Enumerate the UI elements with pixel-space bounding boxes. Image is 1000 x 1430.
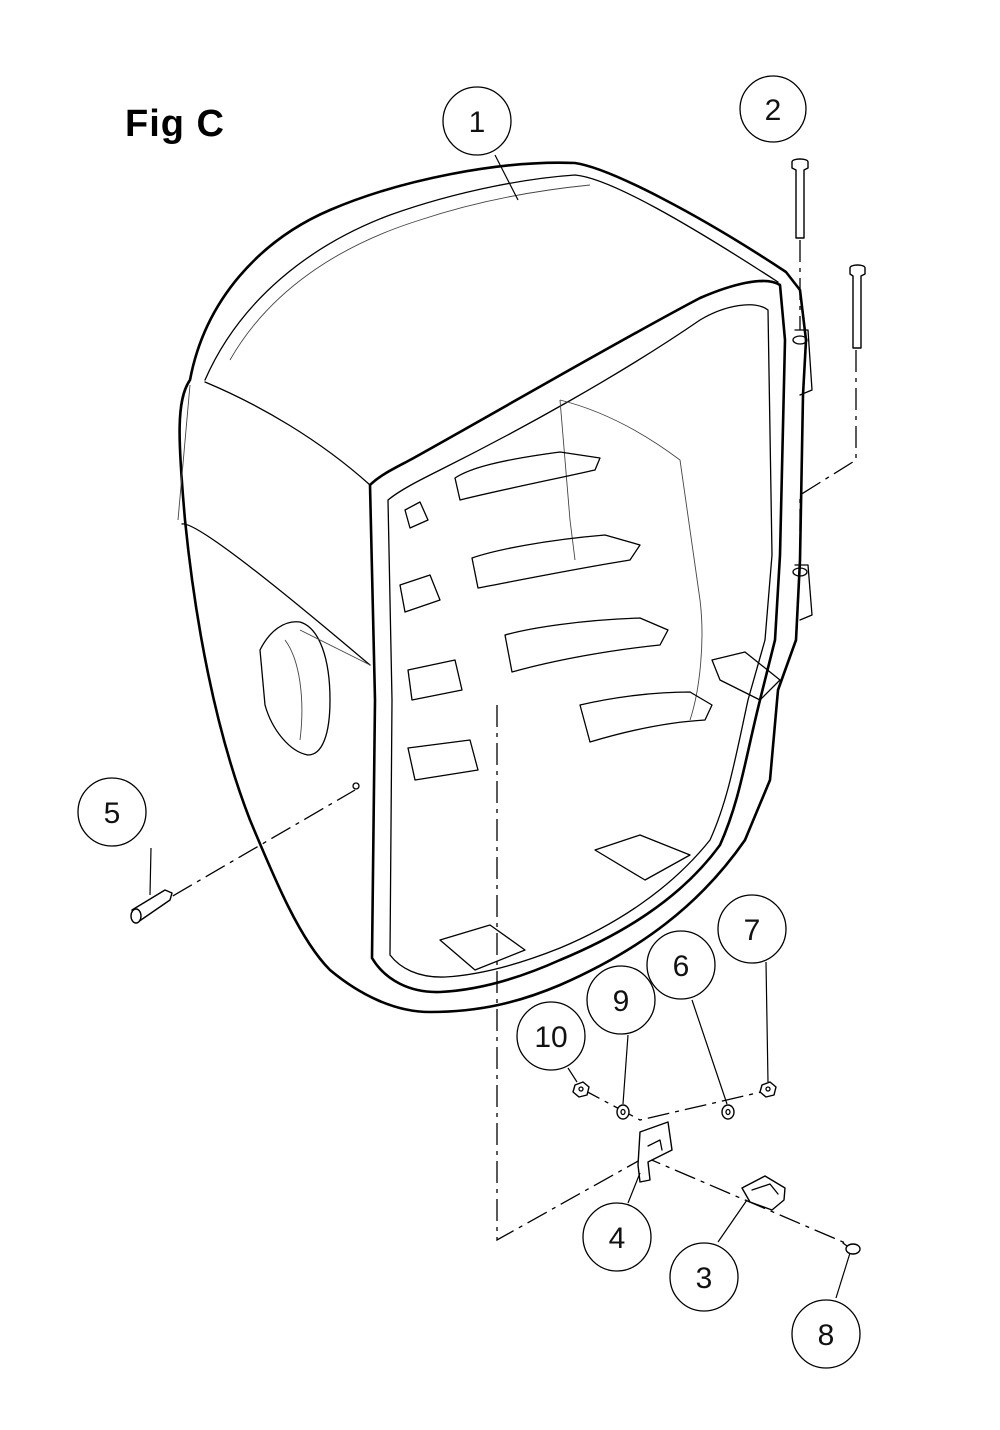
callout-4: 4 (582, 1202, 652, 1272)
leader-8 (835, 1252, 851, 1299)
callout-6: 6 (646, 930, 716, 1000)
housing-part (177, 161, 813, 1014)
pin-part-2 (791, 158, 866, 349)
callout-3-label: 3 (696, 1262, 713, 1295)
clip-part-3 (741, 1175, 786, 1211)
leader-9 (622, 1034, 629, 1105)
leader-3 (717, 1199, 748, 1243)
callout-5: 5 (77, 777, 147, 847)
callout-leaders (149, 154, 851, 1299)
nut-part-10 (572, 1081, 590, 1098)
callout-9-label: 9 (613, 985, 630, 1018)
callout-3: 3 (669, 1242, 739, 1312)
callout-8-label: 8 (818, 1319, 835, 1352)
callout-10-label: 10 (534, 1021, 567, 1054)
assembly-centerlines (139, 240, 857, 1246)
leader-1 (494, 154, 519, 201)
callout-2-label: 2 (765, 94, 782, 127)
leader-4 (627, 1172, 641, 1204)
figure-title: Fig C (125, 103, 225, 145)
screw-part-5 (130, 889, 173, 924)
callout-7-label: 7 (744, 914, 761, 947)
leader-7 (765, 961, 769, 1083)
callout-7: 7 (717, 894, 787, 964)
leader-6 (691, 999, 728, 1105)
callout-8: 8 (791, 1299, 861, 1369)
leader-10 (567, 1067, 578, 1083)
screw-part-8 (842, 1242, 861, 1255)
callout-1-label: 1 (469, 106, 486, 139)
callout-1: 1 (442, 86, 512, 156)
washer-part-9 (616, 1104, 630, 1120)
nut-part-7 (759, 1081, 777, 1098)
washer-part-6 (721, 1104, 735, 1120)
callout-5-label: 5 (104, 797, 121, 830)
callout-4-label: 4 (609, 1222, 626, 1255)
callout-2: 2 (739, 75, 807, 143)
callout-6-label: 6 (673, 950, 690, 983)
leader-5 (149, 847, 152, 896)
callout-9: 9 (586, 965, 656, 1035)
callout-10: 10 (516, 1001, 586, 1071)
bracket-part-4 (637, 1121, 673, 1183)
